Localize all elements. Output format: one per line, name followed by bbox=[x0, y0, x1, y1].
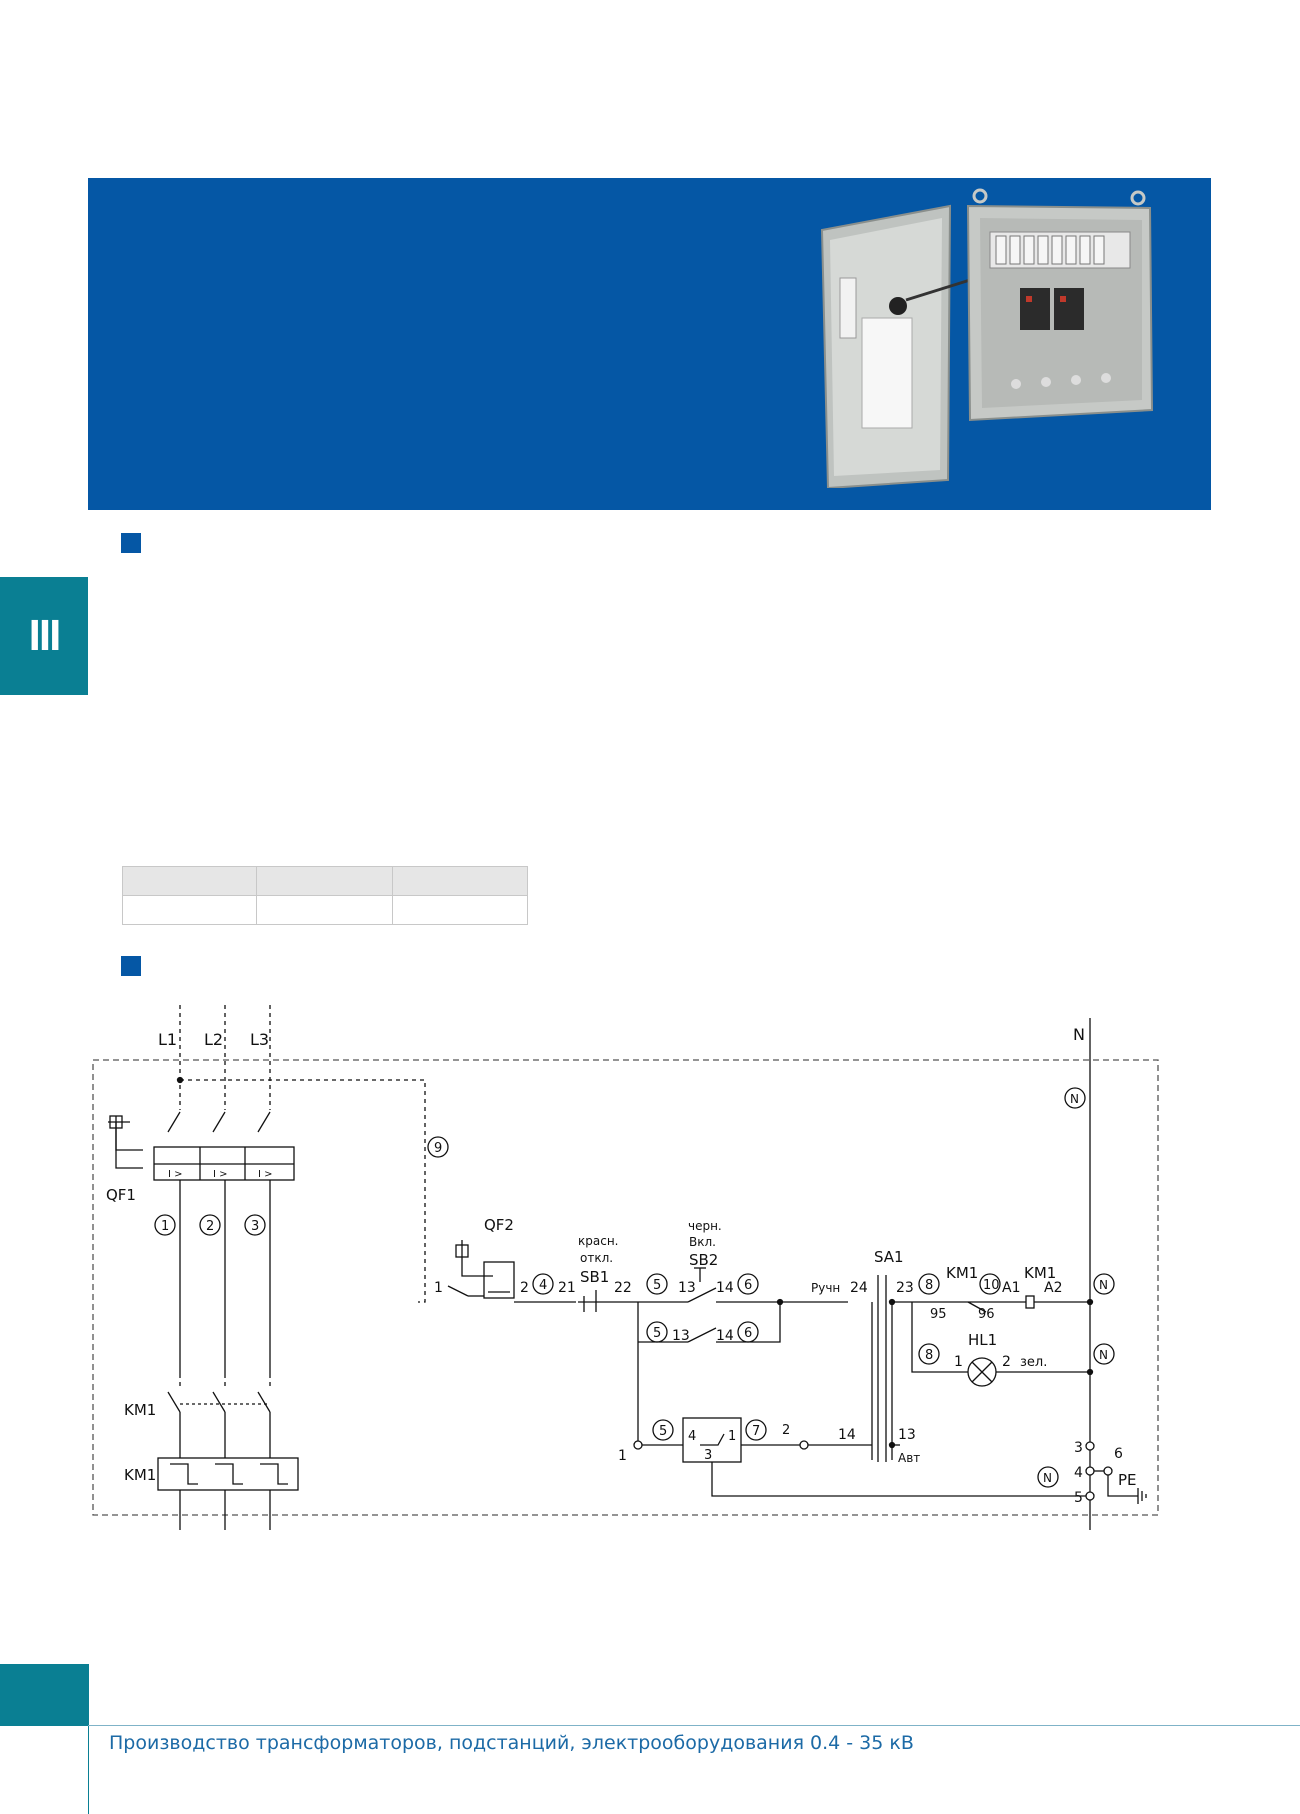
svg-text:5: 5 bbox=[653, 1326, 661, 1341]
cabinet-photo bbox=[820, 188, 1154, 488]
svg-text:2: 2 bbox=[1002, 1354, 1011, 1370]
table-header-row bbox=[122, 866, 528, 896]
svg-text:6: 6 bbox=[744, 1278, 752, 1293]
label-l2: L2 bbox=[204, 1030, 223, 1049]
svg-text:13: 13 bbox=[678, 1280, 696, 1296]
label-l3: L3 bbox=[250, 1030, 269, 1049]
svg-text:8: 8 bbox=[925, 1278, 933, 1293]
wiring-diagram: L1 L2 L3 N I > I > I > QF1 1 2 3 KM1 KM1 bbox=[92, 1005, 1159, 1530]
label-a1: A1 bbox=[1002, 1280, 1020, 1296]
label-qf2: QF2 bbox=[484, 1216, 514, 1234]
svg-text:5: 5 bbox=[1074, 1490, 1083, 1506]
svg-text:4: 4 bbox=[688, 1429, 696, 1444]
label-pe: PE bbox=[1118, 1471, 1137, 1489]
label-sb1: SB1 bbox=[580, 1268, 609, 1286]
svg-text:1: 1 bbox=[434, 1280, 443, 1296]
sb2-action: Вкл. bbox=[689, 1235, 716, 1249]
svg-text:10: 10 bbox=[983, 1278, 1000, 1293]
sb2-color: черн. bbox=[688, 1219, 722, 1233]
footer-divider bbox=[88, 1725, 1300, 1726]
label-auto: Авт bbox=[898, 1451, 920, 1465]
label-sb2: SB2 bbox=[689, 1251, 718, 1269]
footer-vertical-rule bbox=[88, 1726, 89, 1814]
svg-text:8: 8 bbox=[925, 1348, 933, 1363]
label-a2: A2 bbox=[1044, 1280, 1062, 1296]
svg-text:6: 6 bbox=[1114, 1446, 1123, 1462]
svg-text:9: 9 bbox=[434, 1141, 442, 1156]
spec-table bbox=[122, 866, 528, 925]
footer-accent-block bbox=[0, 1664, 89, 1726]
svg-text:1: 1 bbox=[728, 1429, 736, 1444]
label-km1-coil: KM1 bbox=[1024, 1264, 1056, 1282]
label-qf1: QF1 bbox=[106, 1186, 136, 1204]
table-cell bbox=[122, 866, 257, 896]
label-km1-contacts: KM1 bbox=[124, 1401, 156, 1419]
svg-text:14: 14 bbox=[716, 1280, 734, 1296]
chapter-tab-label: III bbox=[28, 611, 62, 660]
svg-text:6: 6 bbox=[744, 1326, 752, 1341]
label-km1-relay: KM1 bbox=[124, 1466, 156, 1484]
table-cell bbox=[392, 866, 528, 896]
svg-text:23: 23 bbox=[896, 1280, 914, 1296]
table-cell bbox=[122, 895, 257, 925]
label-manual: Ручн bbox=[811, 1281, 840, 1295]
svg-text:2: 2 bbox=[520, 1280, 529, 1296]
section-marker-2 bbox=[121, 956, 141, 976]
label-n-top: N bbox=[1073, 1025, 1085, 1044]
chapter-tab: III bbox=[0, 577, 88, 695]
svg-text:7: 7 bbox=[752, 1424, 760, 1439]
svg-text:5: 5 bbox=[659, 1424, 667, 1439]
svg-text:14: 14 bbox=[838, 1427, 856, 1443]
table-cell bbox=[256, 866, 393, 896]
svg-text:14: 14 bbox=[716, 1328, 734, 1344]
svg-text:2: 2 bbox=[206, 1219, 214, 1234]
svg-text:96: 96 bbox=[978, 1307, 995, 1322]
qf1-trip-3: I > bbox=[258, 1169, 273, 1180]
table-cell bbox=[392, 895, 528, 925]
svg-text:3: 3 bbox=[704, 1448, 712, 1463]
svg-text:1: 1 bbox=[954, 1354, 963, 1370]
svg-text:2: 2 bbox=[782, 1423, 790, 1438]
svg-text:3: 3 bbox=[1074, 1440, 1083, 1456]
svg-text:N: N bbox=[1070, 1092, 1079, 1106]
label-green: зел. bbox=[1020, 1355, 1047, 1370]
svg-text:13: 13 bbox=[672, 1328, 690, 1344]
svg-text:5: 5 bbox=[653, 1278, 661, 1293]
svg-text:4: 4 bbox=[1074, 1465, 1083, 1481]
svg-text:21: 21 bbox=[558, 1280, 576, 1296]
table-cell bbox=[256, 895, 393, 925]
table-row bbox=[122, 895, 528, 925]
svg-text:22: 22 bbox=[614, 1280, 632, 1296]
svg-text:1: 1 bbox=[161, 1219, 169, 1234]
label-l1: L1 bbox=[158, 1030, 177, 1049]
svg-text:N: N bbox=[1099, 1278, 1108, 1292]
section-marker-1 bbox=[121, 533, 141, 553]
qf1-trip-1: I > bbox=[168, 1169, 183, 1180]
svg-text:13: 13 bbox=[898, 1427, 916, 1443]
sb1-action: откл. bbox=[580, 1251, 613, 1265]
label-km1-aux: KM1 bbox=[946, 1264, 978, 1282]
label-hl1: HL1 bbox=[968, 1331, 997, 1349]
svg-text:3: 3 bbox=[251, 1219, 259, 1234]
svg-text:24: 24 bbox=[850, 1280, 868, 1296]
svg-text:N: N bbox=[1043, 1471, 1052, 1485]
svg-text:N: N bbox=[1099, 1348, 1108, 1362]
qf1-trip-2: I > bbox=[213, 1169, 228, 1180]
svg-text:95: 95 bbox=[930, 1307, 947, 1322]
svg-text:1: 1 bbox=[618, 1448, 627, 1464]
label-sa1: SA1 bbox=[874, 1248, 904, 1266]
svg-text:4: 4 bbox=[539, 1278, 547, 1293]
sb1-color: красн. bbox=[578, 1234, 618, 1248]
footer-text: Производство трансформаторов, подстанций… bbox=[109, 1732, 914, 1754]
